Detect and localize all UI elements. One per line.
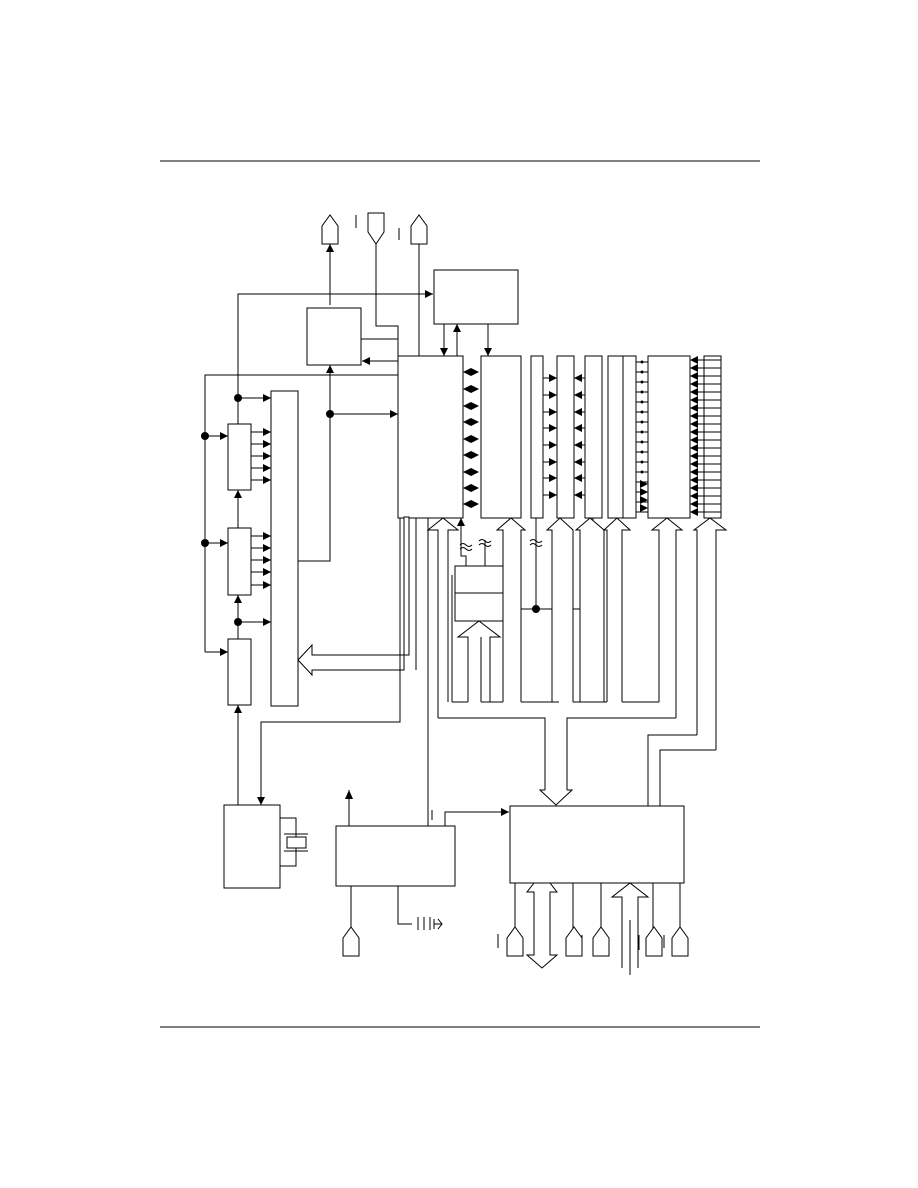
block-upper-right (433, 269, 519, 325)
arrow-into-peripheral (501, 808, 509, 816)
oscillator-block (223, 804, 281, 889)
power-block (335, 825, 456, 887)
arrow-to-bus-low (263, 618, 271, 626)
arrow-to-bus-top (263, 394, 271, 402)
wire-central-osc (260, 518, 401, 805)
arrow-into-counter1 (220, 432, 228, 440)
driver-block-b (622, 355, 637, 519)
wire-central-timer-a (460, 518, 467, 566)
bus-arrow-up-pin-strip (692, 517, 728, 750)
bus-arrow-into-left-bar (297, 516, 410, 677)
wire-junction-bus (298, 414, 331, 562)
bus-to-peripheral-left (438, 717, 546, 790)
wire-power-peripheral (444, 811, 509, 826)
arrow-up-upper-b (453, 324, 461, 332)
bottom-pin-power (342, 926, 360, 957)
crystal-icon (280, 817, 308, 867)
bus-left (270, 390, 299, 707)
counter-block-1 (227, 423, 252, 491)
driver-block-a (607, 355, 624, 519)
arrow-up-c3 (234, 705, 242, 713)
counter1-outputs (251, 428, 271, 484)
wire-top-loop (237, 293, 433, 398)
ground-icon (417, 917, 443, 930)
driver-output-arrows (690, 356, 698, 516)
driver-dot-column (636, 360, 648, 513)
arrow-up-small (326, 365, 334, 373)
arrow-into-small (362, 357, 370, 365)
arrow-into-counter2 (220, 539, 228, 547)
register-block (480, 355, 522, 519)
arrow-up-c1 (234, 490, 242, 498)
counter-block-2 (227, 527, 252, 596)
wire-strip-peripheral-a (647, 734, 697, 806)
peripheral-block (509, 805, 685, 884)
top-pin-left (321, 214, 339, 305)
arrow-into-central (390, 410, 398, 418)
bus-arrow-up-driver-a (602, 517, 632, 702)
central-port-arrows (463, 368, 479, 508)
port-column-3-arrows (574, 374, 585, 499)
top-pin-right (398, 214, 428, 356)
arrow-into-osc (257, 797, 265, 805)
bus-arrow-up-central (426, 517, 460, 718)
top-pin-middle (355, 212, 399, 356)
arrow-into-upper-block (425, 290, 433, 298)
junction-timer (532, 605, 540, 613)
wire-strip-peripheral-b (659, 749, 716, 806)
break-marks (459, 539, 600, 551)
driver-pin-strip (703, 355, 722, 519)
bus-arrow-up-port2 (545, 517, 574, 702)
port-column-1 (530, 355, 544, 519)
bus-arrow-up-timer (456, 620, 502, 702)
counter2-outputs (251, 532, 271, 589)
arrow-up-central-a (457, 518, 465, 526)
peripheral-bottom-pins (497, 882, 689, 975)
arrow-down-central-a (440, 348, 448, 356)
block-small-top (306, 307, 362, 366)
driver-block-main (647, 355, 691, 519)
driver-pin-ticks (698, 359, 721, 513)
port-column-2-arrows (543, 374, 557, 499)
wire-power-ground (397, 886, 412, 925)
arrow-down-reg (484, 348, 492, 356)
block-central (397, 355, 464, 519)
wire-left-loop (204, 374, 398, 652)
bus-arrow-up-driver-main (650, 517, 684, 718)
arrow-up-pin (326, 244, 334, 252)
bus-to-peripheral-right (566, 717, 676, 790)
bus-arrow-up-port3 (574, 517, 605, 702)
bus-arrow-down-peripheral (538, 789, 574, 806)
port-column-3 (584, 355, 603, 519)
counter-block-3 (227, 638, 252, 706)
arrow-up-c2 (234, 595, 242, 603)
arrow-power-up (345, 790, 353, 799)
arrow-into-counter3 (220, 648, 228, 656)
bus-arrow-up-reg3 (495, 517, 527, 702)
port-column-2 (556, 355, 575, 519)
